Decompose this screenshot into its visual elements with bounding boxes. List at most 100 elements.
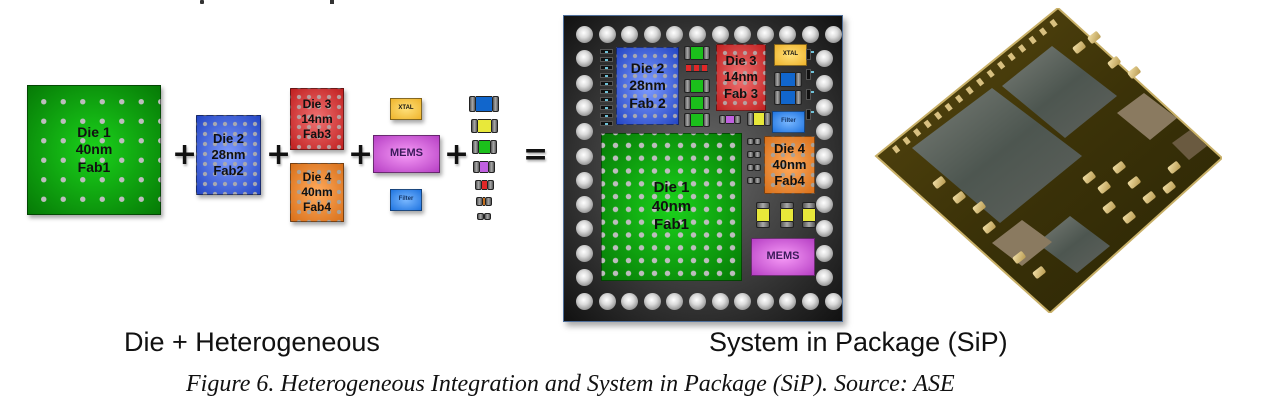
cutoff-text-fragment [200, 0, 600, 4]
tiny-capacitor [600, 105, 613, 110]
solder-ball [816, 171, 833, 189]
solder-ball [598, 26, 616, 43]
photo-solder-pad [1072, 41, 1086, 54]
photo-chip-3 [1117, 93, 1177, 140]
solder-ball [576, 123, 593, 141]
photo-solder-pad [1127, 176, 1141, 189]
solder-ball [734, 26, 752, 43]
solder-ball [802, 26, 819, 43]
sip-capacitor [756, 202, 770, 228]
solder-ball [816, 50, 833, 68]
solder-ball [689, 26, 706, 43]
passive-component [477, 213, 491, 220]
sip-die-2-node: 28nm [629, 77, 666, 94]
solder-ball [576, 269, 593, 286]
solder-ball [824, 293, 842, 310]
photo-edge-pad [1028, 35, 1037, 45]
passive-component [470, 119, 498, 133]
photo-edge-pad [892, 144, 901, 154]
die-2-name: Die 2 [212, 130, 245, 146]
die-3-node: 14nm [301, 111, 333, 126]
photo-solder-pad [1107, 56, 1121, 69]
solder-ball [621, 26, 639, 43]
sip-filter: Filter [772, 111, 805, 133]
sip-xtal: XTAL [774, 44, 807, 66]
sip-mems: MEMS [751, 238, 815, 276]
solder-ball [816, 269, 833, 286]
solder-ball [576, 74, 593, 92]
photo-solder-pad [1127, 66, 1141, 79]
sip-die-3-node: 14nm [724, 69, 758, 85]
photo-chip-2 [1002, 46, 1117, 138]
photo-solder-pad [1162, 181, 1176, 194]
solder-ball [576, 98, 593, 116]
die-1-node: 40nm [75, 141, 113, 158]
photo-solder-pad [1012, 251, 1026, 264]
sip-die-1: Die 1 40nm Fab1 [601, 133, 742, 281]
tiny-capacitor [806, 69, 814, 80]
solder-ball [824, 26, 842, 43]
tiny-capacitor [806, 49, 814, 60]
tiny-capacitor [600, 65, 613, 70]
photo-solder-pad [1122, 211, 1136, 224]
solder-ball [734, 293, 752, 310]
photo-solder-pad [1102, 201, 1116, 214]
photo-solder-pad [982, 221, 996, 234]
solder-ball [576, 196, 593, 214]
solder-ball [576, 147, 593, 165]
passive-component [473, 161, 495, 173]
mems-label: MEMS [390, 147, 423, 160]
solder-ball [576, 293, 593, 310]
solder-ball [816, 196, 833, 214]
sip-die-3-name: Die 3 [725, 53, 757, 69]
sip-die-2-fab: Fab 2 [629, 94, 666, 111]
tiny-capacitor [806, 109, 814, 120]
solder-ball [816, 244, 833, 262]
solder-ball [802, 293, 819, 310]
tiny-capacitor [600, 57, 613, 62]
solder-ball [816, 147, 833, 165]
photo-solder-pad [1032, 266, 1046, 279]
sip-package-diagram: Die 2 28nm Fab 2 Die 3 14nm Fab 3 XTAL F… [563, 15, 843, 322]
photo-edge-pad [986, 69, 995, 78]
solder-ball [666, 293, 684, 310]
photo-edge-pad [965, 86, 974, 95]
plus-operator: + [348, 137, 374, 172]
plus-operator: + [444, 137, 470, 172]
xtal-label: XTAL [398, 105, 414, 112]
tiny-capacitor [600, 97, 613, 102]
photo-edge-pad [902, 136, 911, 146]
xtal-component: XTAL [390, 98, 422, 120]
die-4-block: Die 4 40nm Fab4 [290, 163, 344, 222]
solder-ball [689, 293, 706, 310]
sip-resistor [747, 138, 761, 145]
sip-capacitor [684, 96, 710, 110]
photo-chip-6 [1172, 130, 1207, 160]
die-2-block: Die 2 28nm Fab2 [196, 115, 261, 195]
photo-chip-5 [992, 220, 1052, 266]
sip-xtal-label: XTAL [782, 51, 799, 58]
photo-solder-pad [1087, 31, 1101, 44]
solder-ball [576, 171, 593, 189]
tiny-capacitor [806, 89, 814, 100]
sip-die-3: Die 3 14nm Fab 3 [716, 44, 766, 111]
tiny-capacitor [600, 81, 613, 86]
die-4-name: Die 4 [302, 170, 332, 184]
passive-component [476, 197, 492, 206]
sip-die-1-name: Die 1 [653, 178, 690, 196]
solder-ball [576, 220, 593, 238]
plus-operator: + [266, 137, 292, 172]
photo-solder-pad [952, 191, 966, 204]
photo-solder-pad [1097, 181, 1111, 194]
sip-capacitor [719, 115, 741, 124]
die-1-block: Die 1 40nm Fab1 [27, 85, 161, 215]
photo-edge-pad [934, 111, 943, 120]
solder-ball [621, 293, 639, 310]
tiny-capacitor [600, 49, 613, 54]
tiny-capacitor [600, 73, 613, 78]
die-1-fab: Fab1 [77, 158, 111, 175]
photo-edge-pad [976, 77, 985, 87]
sip-capacitor [747, 112, 771, 126]
die-1-name: Die 1 [77, 123, 111, 140]
sip-die-4: Die 4 40nm Fab4 [764, 136, 815, 194]
